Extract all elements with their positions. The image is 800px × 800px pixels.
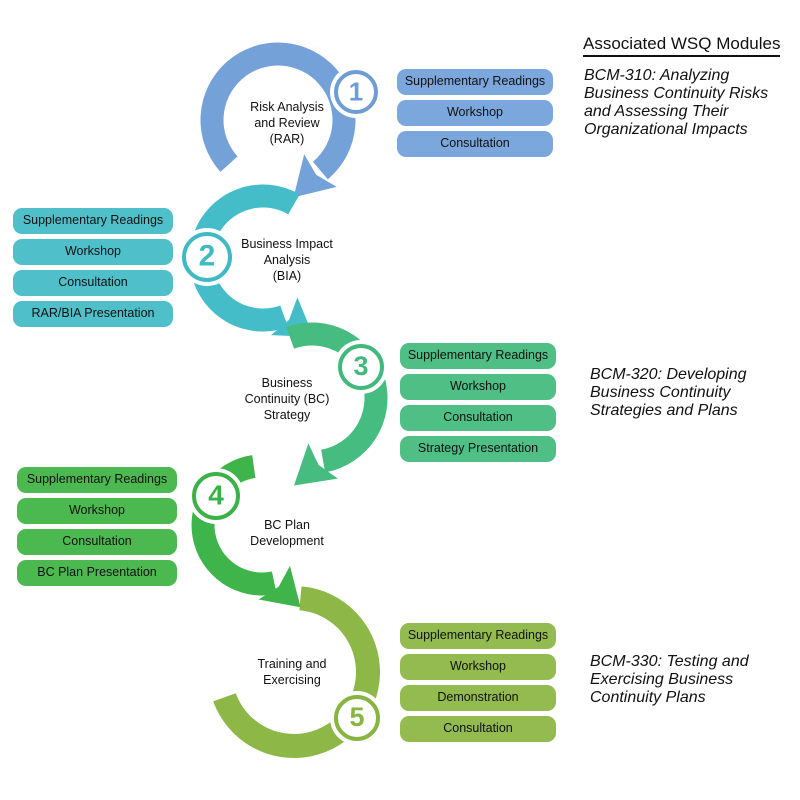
step-3-activity-box: Consultation [400,405,556,431]
step-2-arc [189,184,300,332]
step-5-badge-circle [334,695,380,741]
step-1-activity-box: Consultation [397,131,553,157]
step-5-label: Training and Exercising [257,657,327,687]
step-1-badge-circle [334,70,378,114]
step-2-activity-box: Workshop [13,239,173,265]
step-3-label: Business Continuity (BC) Strategy [244,376,330,422]
step-5-activity-box: Supplementary Readings [400,623,556,649]
step-1-activity-box: Workshop [397,100,553,126]
step-3-activity-box: Workshop [400,374,556,400]
step-4-activity-box: Workshop [17,498,177,524]
step-3-badge-number: 3 [353,350,369,381]
step-4-arrowhead-icon [258,565,301,608]
step-3-badge-circle [338,344,384,390]
step-3-activity-box: Strategy Presentation [400,436,556,462]
step-1-arrowhead-icon [293,154,337,198]
step-4-activity-box: BC Plan Presentation [17,560,177,586]
step-1-badge-number: 1 [348,76,364,107]
step-1-module-text: BCM-310: Analyzing Business Continuity R… [584,67,769,139]
step-5-activity-box: Consultation [400,716,556,742]
step-3-arrowhead-icon [294,443,338,486]
step-2-activity-box: Consultation [13,270,173,296]
step-2-activity-box: Supplementary Readings [13,208,173,234]
step-3-activity-box: Supplementary Readings [400,343,556,369]
step-1-label: Risk Analysis and Review (RAR) [250,100,324,146]
step-5-activity-box: Demonstration [400,685,556,711]
step-4-badge-number: 4 [208,479,224,511]
step-4-activity-box: Supplementary Readings [17,467,177,493]
step-2-badge-number: 2 [198,239,216,273]
step-1-arc [200,42,356,180]
step-4-badge-circle [192,472,240,520]
step-2-activity-box: RAR/BIA Presentation [13,301,173,327]
step-5-module-text: BCM-330: Testing and Exercising Business… [590,653,749,707]
step-4-activity-box: Consultation [17,529,177,555]
step-4-label: BC Plan Development [250,518,324,548]
step-3-module-text: BCM-320: Developing Business Continuity … [590,366,747,420]
step-1-activity-box: Supplementary Readings [397,69,553,95]
page-title: Associated WSQ Modules [583,34,781,57]
step-5-activity-box: Workshop [400,654,556,680]
step-2-badge-circle [182,232,232,282]
step-5-badge-number: 5 [349,701,365,732]
step-2-label: Business Impact Analysis (BIA) [241,237,333,283]
